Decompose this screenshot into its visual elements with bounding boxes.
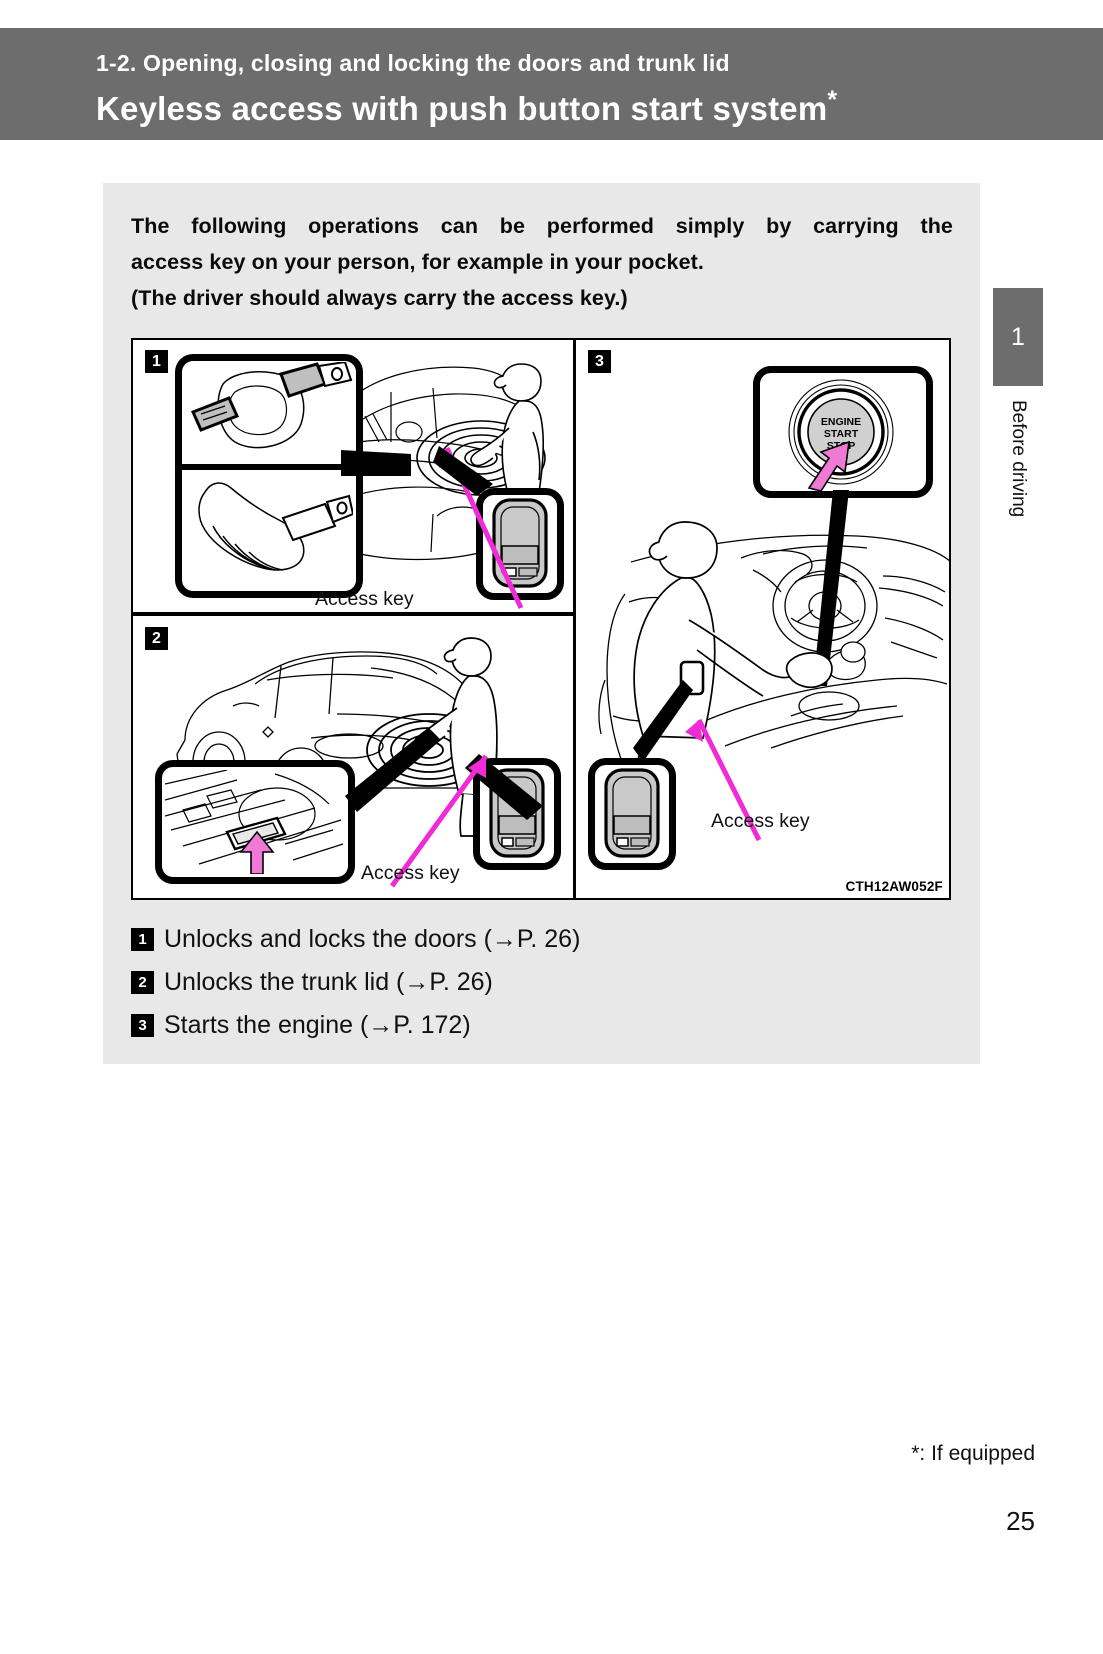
figure-step-chip-2: 2: [145, 627, 168, 650]
page-number: 25: [1006, 1506, 1035, 1536]
hand-touching-sensor-illustration: [198, 482, 353, 571]
access-key-fob-1-illustration: [492, 498, 548, 588]
illustration-figure: 1: [131, 338, 951, 900]
figure-image-code: CTH12AW052F: [845, 879, 943, 894]
figure-divider-vertical: [573, 340, 576, 898]
header-band: [0, 28, 1103, 140]
list-item-number: 2: [131, 971, 154, 994]
callout-divider-line: [175, 464, 363, 470]
content-panel: The following operations can be performe…: [103, 183, 980, 1064]
intro-line-3: (The driver should always carry the acce…: [131, 286, 628, 310]
intro-line-2: access key on your person, for example i…: [131, 250, 704, 274]
list-item: 1 Unlocks and locks the doors (→P. 26): [131, 918, 931, 961]
figure-divider-horizontal: [133, 612, 573, 616]
footnote: *: If equipped: [911, 1442, 1035, 1465]
chapter-tab-label-text: Before driving: [1008, 400, 1029, 518]
leader-wedge-panel1: [341, 450, 411, 476]
figure-step-chip-1: 1: [145, 350, 168, 373]
page-title: Keyless access with push button start sy…: [96, 86, 837, 128]
chapter-tab-label: Before driving: [992, 400, 1044, 600]
engine-button-line1-text: ENGINE: [821, 416, 861, 428]
list-item-number: 1: [131, 928, 154, 951]
intro-text-block: The following operations can be performe…: [131, 208, 953, 316]
list-item-label: Unlocks the trunk lid (→P. 26): [164, 968, 493, 996]
intro-line-1: The following operations can be performe…: [131, 214, 953, 238]
title-asterisk: *: [827, 86, 838, 114]
figure-label-access-key-1: Access key: [315, 588, 414, 610]
list-item-number: 3: [131, 1014, 154, 1037]
figure-step-chip-3: 3: [588, 350, 611, 373]
figure-label-access-key-3: Access key: [711, 810, 810, 832]
leader-wedge-panel1-key: [433, 446, 493, 496]
engine-button-line2-text: START: [824, 428, 859, 440]
leader-and-pointer-panel3: [633, 680, 762, 842]
operations-list: 1 Unlocks and locks the doors (→P. 26) 2…: [131, 918, 931, 1047]
page-title-text: Keyless access with push button start sy…: [96, 90, 828, 127]
leader-engine-button: [813, 490, 849, 686]
engine-start-stop-button-illustration: ENGINE START STOP: [788, 379, 894, 491]
list-item: 3 Starts the engine (→P. 172): [131, 1004, 931, 1047]
hand-gripping-handle-illustration: [190, 362, 353, 449]
list-item-label: Starts the engine (→P. 172): [164, 1011, 471, 1039]
access-key-fob-3-illustration: [604, 768, 660, 858]
chapter-tab-number: 1: [993, 288, 1043, 386]
list-item-label: Unlocks and locks the doors (→P. 26): [164, 925, 581, 953]
figure-label-access-key-2: Access key: [361, 862, 460, 884]
list-item: 2 Unlocks the trunk lid (→P. 26): [131, 961, 931, 1004]
header-section-title: 1-2. Opening, closing and locking the do…: [96, 50, 730, 76]
trunk-release-switch-illustration: [165, 770, 344, 874]
pointer-line-access-key-2: [389, 754, 489, 888]
